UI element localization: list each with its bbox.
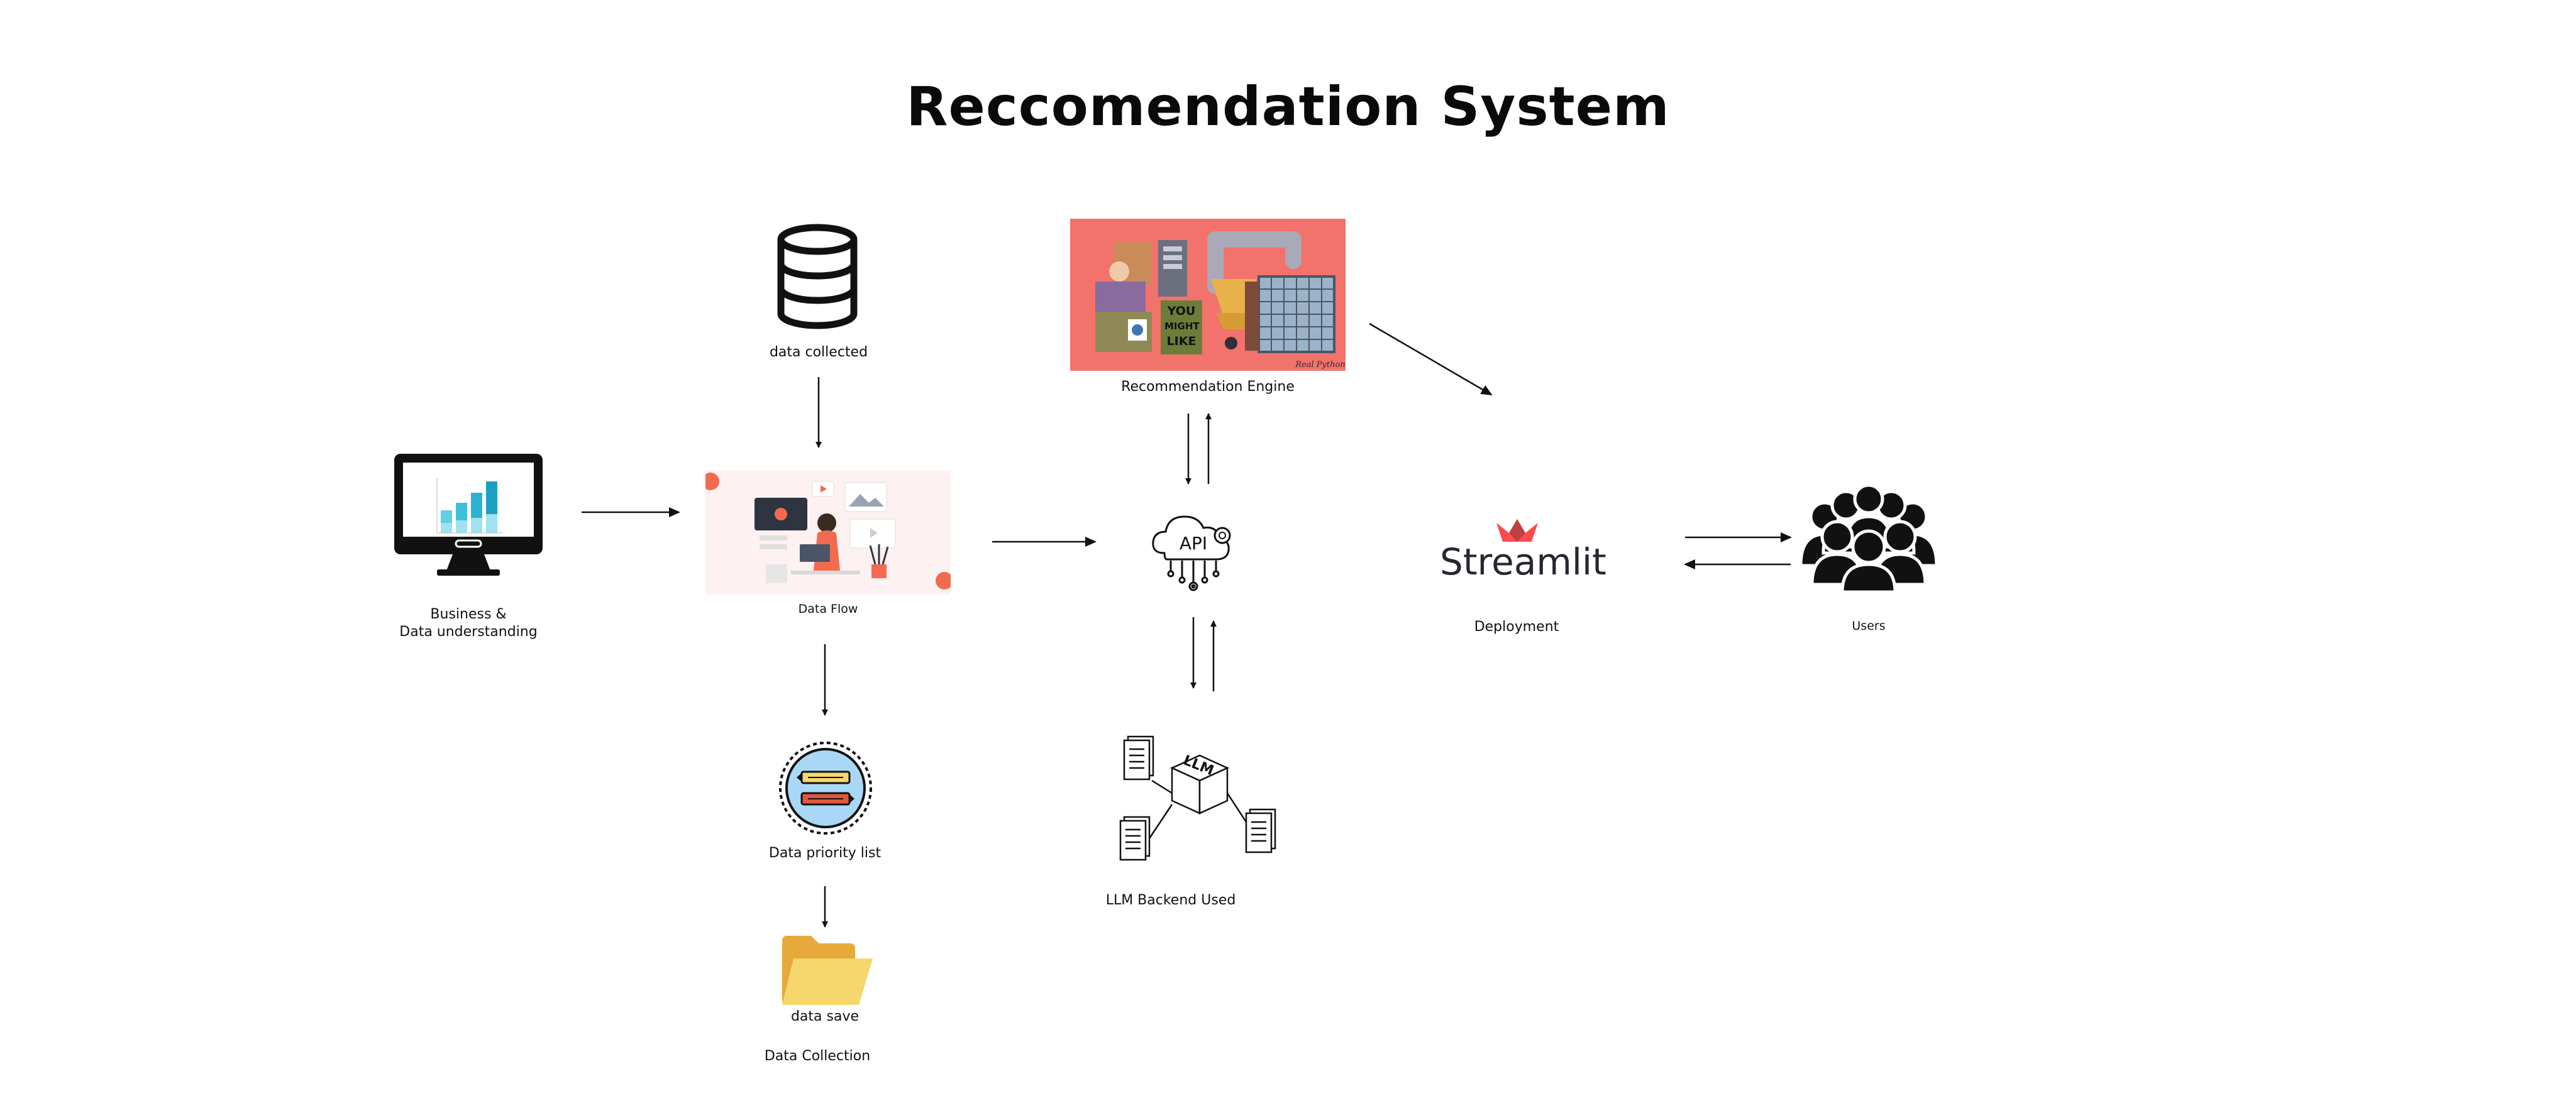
llm-label: LLM Backend Used bbox=[1105, 892, 1236, 908]
data-priority-label: Data priority list bbox=[768, 845, 882, 861]
api-text: API bbox=[1179, 533, 1208, 554]
sign-line-1: YOU bbox=[1167, 304, 1196, 318]
users-group-icon bbox=[1799, 483, 1938, 594]
users-label: Users bbox=[1852, 619, 1886, 633]
streamlit-crown-icon bbox=[1495, 517, 1539, 544]
engine-signature: Real Python bbox=[1295, 360, 1345, 370]
recommendation-engine-illustration: Real Python YOU MIGHT LIKE bbox=[1070, 219, 1346, 371]
data-save-label: data save bbox=[790, 1009, 860, 1024]
data-flow-label: Data Flow bbox=[798, 602, 858, 616]
business-label-line1: Business & bbox=[430, 606, 507, 622]
cloud-api-icon: API bbox=[1146, 503, 1240, 597]
data-collection-label: Data Collection bbox=[764, 1048, 871, 1064]
deployment-label: Deployment bbox=[1474, 619, 1559, 635]
you-might-like-sign: YOU MIGHT LIKE bbox=[1164, 304, 1200, 349]
recommendation-engine-label: Recommendation Engine bbox=[1121, 379, 1295, 395]
priority-list-icon bbox=[778, 740, 873, 836]
sign-line-3: LIKE bbox=[1166, 334, 1197, 348]
llm-cube-icon: LLM bbox=[1108, 730, 1303, 875]
data-collected-label: data collected bbox=[769, 344, 868, 360]
database-icon bbox=[775, 223, 860, 330]
page-title: Reccomendation System bbox=[906, 75, 1670, 138]
folder-icon bbox=[780, 933, 875, 1007]
streamlit-logo-text: Streamlit bbox=[1440, 540, 1606, 583]
arrow-engine-to-deployment bbox=[1369, 322, 1493, 396]
business-label-line2: Data understanding bbox=[399, 624, 538, 640]
data-flow-illustration bbox=[702, 470, 953, 595]
monitor-chart-icon bbox=[393, 453, 544, 578]
sign-line-2: MIGHT bbox=[1164, 321, 1200, 332]
